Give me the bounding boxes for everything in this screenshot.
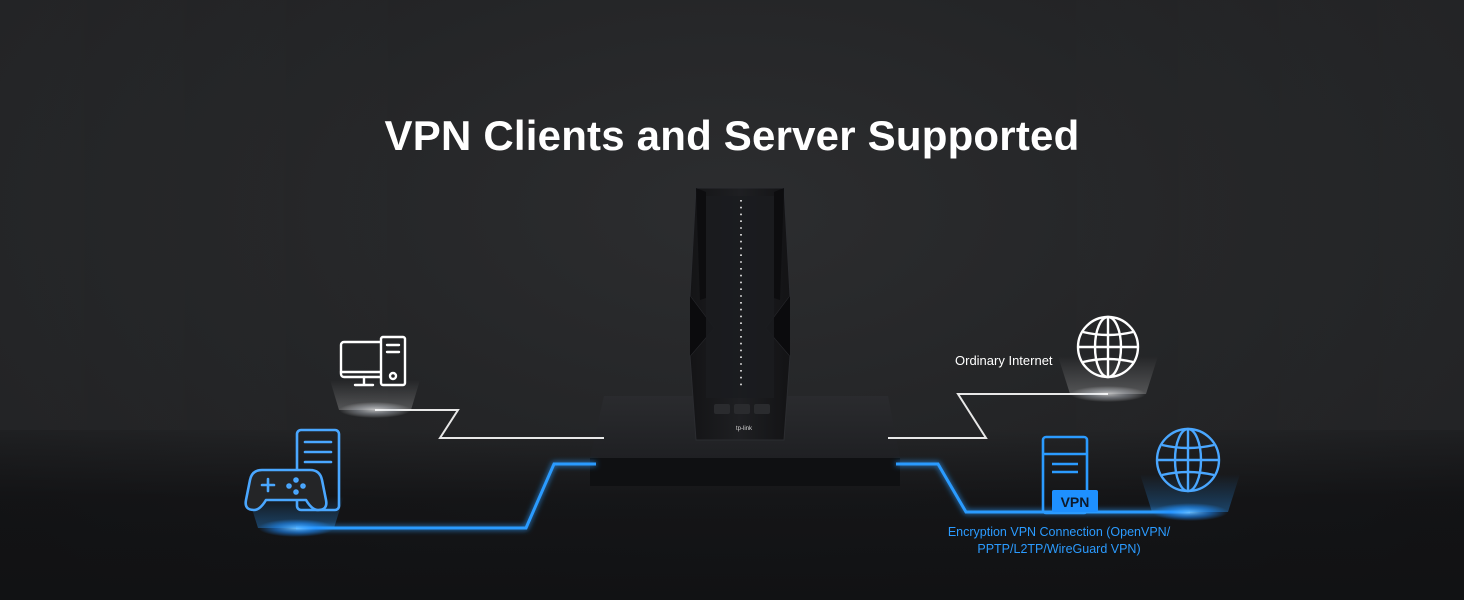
- router: tp-link: [689, 187, 791, 441]
- globe-icon: [1140, 427, 1240, 521]
- ordinary-connection-lines: [375, 393, 1108, 439]
- vpn-badge: VPN: [1061, 494, 1090, 510]
- game-controller-icon: [244, 428, 344, 537]
- desktop-computer-icon: [330, 335, 420, 418]
- encryption-vpn-label: Encryption VPN Connection (OpenVPN/ PPTP…: [937, 524, 1181, 558]
- router-brand-logo: tp-link: [736, 426, 753, 432]
- page-title: VPN Clients and Server Supported: [384, 112, 1080, 159]
- encryption-vpn-label-line1: Encryption VPN Connection (OpenVPN/: [947, 525, 1171, 539]
- vpn-server-icon: VPN: [1041, 435, 1098, 515]
- encryption-vpn-label-line2: PPTP/L2TP/WireGuard VPN): [977, 542, 1141, 556]
- globe-icon: [1058, 315, 1158, 402]
- ordinary-internet-label: Ordinary Internet: [955, 353, 1053, 368]
